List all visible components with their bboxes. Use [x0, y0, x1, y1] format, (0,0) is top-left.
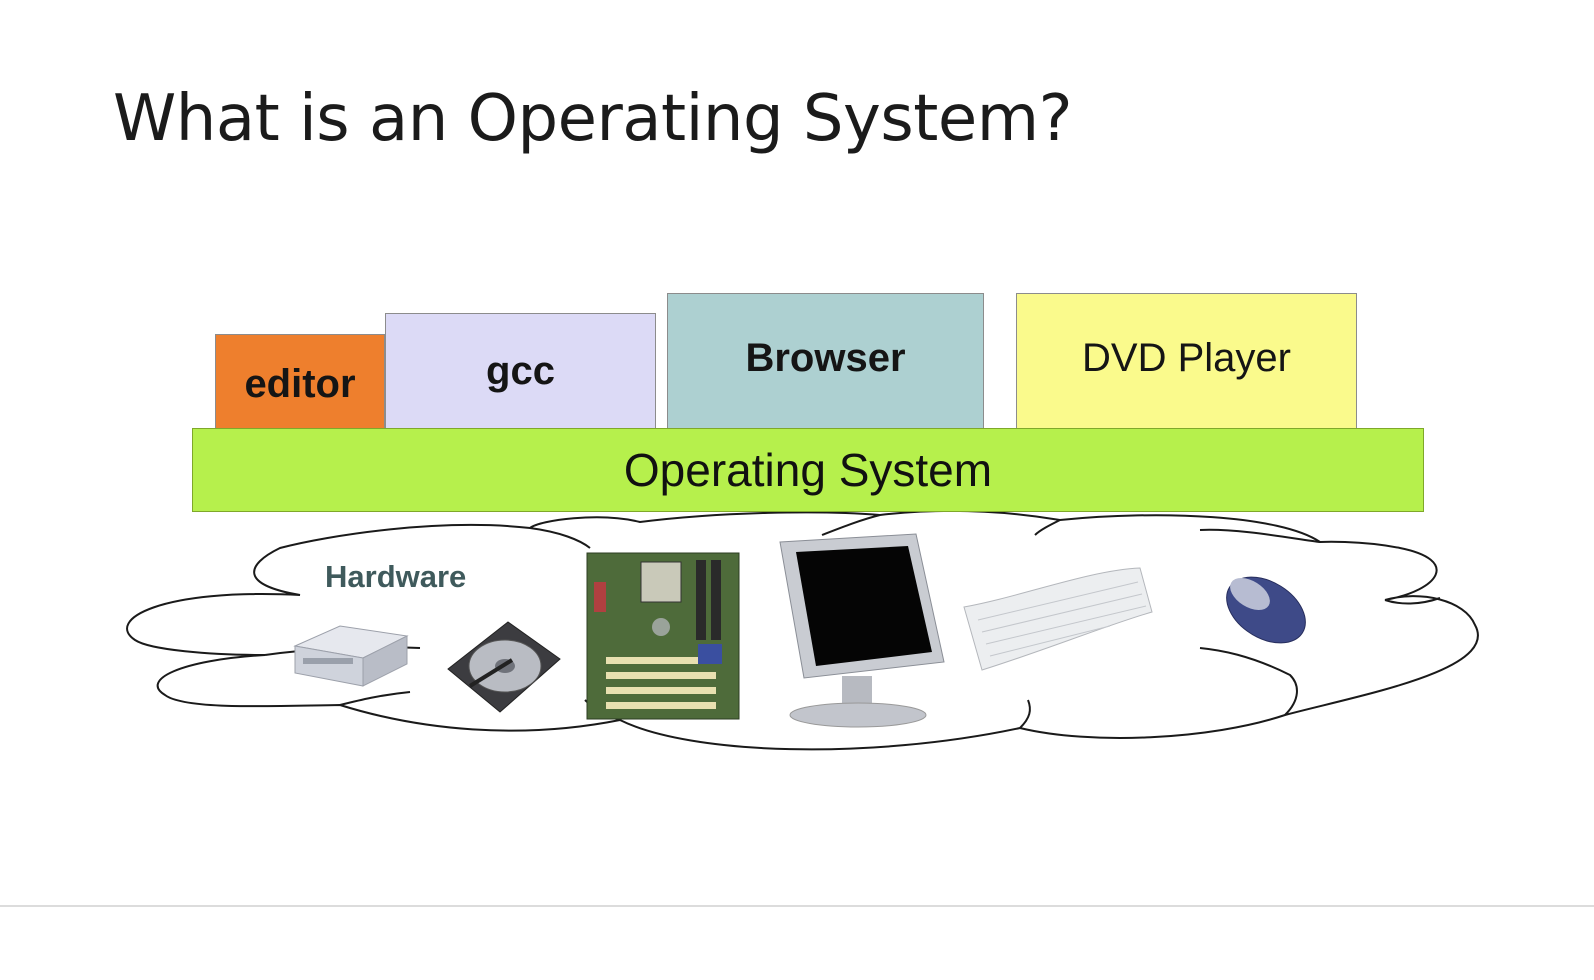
app-gcc-label: gcc: [486, 348, 555, 393]
app-gcc: gcc: [385, 313, 656, 429]
app-editor: editor: [215, 334, 385, 429]
hard-disk-icon: [447, 621, 561, 713]
bottom-divider: [0, 905, 1594, 907]
monitor-icon: [779, 533, 945, 728]
app-browser-label: Browser: [745, 335, 906, 380]
keyboard-icon: [963, 567, 1153, 671]
app-dvd-player-label: DVD Player: [1082, 335, 1291, 380]
app-browser: Browser: [667, 293, 984, 429]
app-dvd-player: DVD Player: [1016, 293, 1357, 429]
operating-system-label: Operating System: [623, 444, 993, 496]
mouse-icon: [1226, 576, 1306, 644]
operating-system-layer: Operating System: [192, 428, 1424, 512]
app-editor-label: editor: [244, 362, 356, 406]
hardware-label: Hardware: [325, 559, 467, 594]
slide-title: What is an Operating System?: [113, 82, 1073, 156]
motherboard-icon: [586, 552, 740, 720]
optical-drive-icon: [293, 625, 409, 687]
